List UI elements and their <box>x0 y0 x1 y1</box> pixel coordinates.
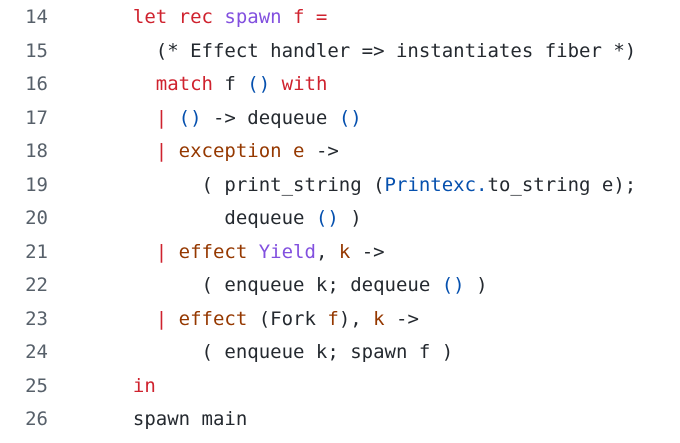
code-token: ) <box>464 274 488 296</box>
code-line: 21 | effect Yield, k -> <box>0 236 680 270</box>
code-token: (* Effect handler => instantiates fiber … <box>155 39 637 62</box>
code-indent <box>110 140 156 162</box>
line-number: 14 <box>25 6 48 28</box>
code-token: () <box>178 106 202 129</box>
code-content: | effect (Fork f), k -> <box>110 303 419 337</box>
code-line: 16 match f () with <box>0 68 680 102</box>
code-token: e <box>293 140 305 162</box>
code-token: ( print_string ( <box>201 173 385 196</box>
line-number: 25 <box>25 374 48 397</box>
code-token: to_string e); <box>487 173 637 196</box>
code-token: , <box>315 240 339 263</box>
code-token: effect <box>178 307 259 330</box>
code-token: -> <box>350 240 385 263</box>
line-number: 23 <box>25 307 48 330</box>
line-number: 17 <box>25 106 48 129</box>
code-line: 22 ( enqueue k; dequeue () ) <box>0 269 680 303</box>
code-content: | exception e -> <box>110 135 339 169</box>
code-line: 25 in <box>0 370 680 404</box>
code-token: exception <box>178 140 294 162</box>
code-line: 26 spawn main <box>0 403 680 437</box>
code-line: 17 | () -> dequeue () <box>0 102 680 136</box>
code-token: ( enqueue k; spawn f ) <box>201 341 454 363</box>
code-token: () <box>247 73 271 95</box>
code-line: 23 | effect (Fork f), k -> <box>0 303 680 337</box>
code-content: (* Effect handler => instantiates fiber … <box>110 35 636 69</box>
code-token: Printexc. <box>384 173 488 196</box>
code-token: (Fork <box>258 307 328 330</box>
code-line: 24 ( enqueue k; spawn f ) <box>0 336 680 370</box>
code-content: | () -> dequeue () <box>110 102 362 136</box>
code-token: Yield <box>258 240 316 263</box>
code-content: ( print_string (Printexc.to_string e); <box>110 169 637 203</box>
code-token: | <box>155 307 179 330</box>
code-line: 15 (* Effect handler => instantiates fib… <box>0 35 680 69</box>
code-token: () <box>441 274 465 296</box>
code-token: f <box>224 73 248 95</box>
code-content: spawn main <box>110 403 247 437</box>
code-indent <box>110 375 133 397</box>
code-token: k <box>373 307 385 330</box>
code-token: | <box>155 140 179 162</box>
code-token: dequeue <box>224 207 316 229</box>
code-token: match <box>155 73 225 95</box>
code-content: match f () with <box>110 68 328 102</box>
code-line: 20 dequeue () ) <box>0 202 680 236</box>
code-token: | <box>155 240 179 263</box>
code-indent <box>110 308 156 330</box>
code-content: let rec spawn f = <box>110 1 327 35</box>
code-line: 14 let rec spawn f = <box>0 1 680 35</box>
line-number: 26 <box>25 408 48 430</box>
code-token: ), <box>338 307 374 330</box>
code-token: effect <box>178 240 259 263</box>
code-token: k <box>338 240 351 263</box>
code-indent <box>110 408 133 430</box>
code-indent <box>110 341 202 363</box>
code-indent <box>110 207 224 229</box>
code-token: ( enqueue k; dequeue <box>201 274 442 296</box>
code-indent <box>110 241 156 263</box>
code-token: -> dequeue <box>201 106 339 129</box>
line-number: 21 <box>25 240 48 263</box>
code-line: 19 ( print_string (Printexc.to_string e)… <box>0 169 680 203</box>
code-indent <box>110 107 156 129</box>
code-indent <box>110 6 133 28</box>
line-number: 19 <box>25 173 48 196</box>
code-token: in <box>132 374 156 397</box>
code-indent <box>110 274 202 296</box>
code-indent <box>110 40 156 62</box>
code-token: spawn <box>224 6 294 28</box>
code-content: dequeue () ) <box>110 202 362 236</box>
code-token: () <box>338 106 362 129</box>
code-token: ) <box>338 207 362 229</box>
code-content: ( enqueue k; dequeue () ) <box>110 269 488 303</box>
line-number: 24 <box>25 341 48 363</box>
code-content: ( enqueue k; spawn f ) <box>110 336 454 370</box>
code-token: f = <box>293 6 328 28</box>
line-number: 18 <box>25 140 48 162</box>
code-token: -> <box>384 307 419 330</box>
line-number: 16 <box>25 73 48 95</box>
code-token: let rec <box>132 6 225 28</box>
code-content: in <box>110 370 156 404</box>
line-number: 20 <box>25 207 48 229</box>
code-token: f <box>327 307 339 330</box>
code-token: () <box>315 207 339 229</box>
code-token: spawn main <box>132 408 248 430</box>
line-number: 15 <box>25 39 48 62</box>
code-token: | <box>155 106 179 129</box>
line-number: 22 <box>25 274 48 296</box>
code-token: with <box>270 73 328 95</box>
code-line: 18 | exception e -> <box>0 135 680 169</box>
code-content: | effect Yield, k -> <box>110 236 385 270</box>
code-indent <box>110 73 156 95</box>
code-indent <box>110 174 202 196</box>
code-token: -> <box>304 140 339 162</box>
